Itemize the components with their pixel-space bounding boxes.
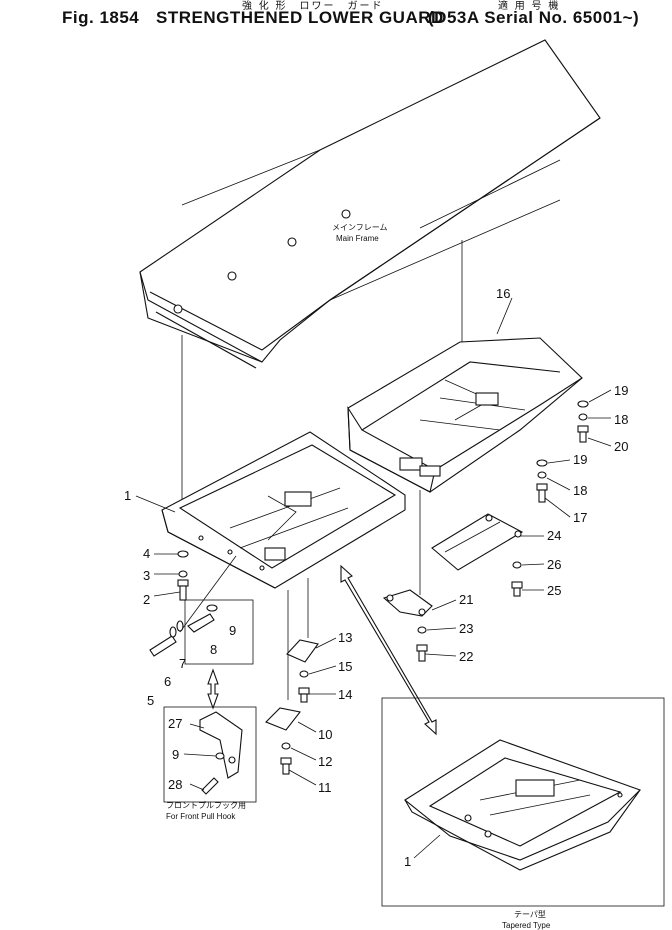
front-pull-hook-box bbox=[163, 706, 257, 803]
part-label-16: 16 bbox=[496, 286, 510, 301]
plate-24-drawing bbox=[431, 513, 524, 571]
part-label-28: 28 bbox=[168, 777, 182, 792]
tapered-type-box bbox=[381, 697, 665, 907]
part-label-7: 7 bbox=[179, 656, 186, 671]
part-label-1b: 1 bbox=[404, 854, 411, 869]
guard-16-drawing bbox=[347, 337, 583, 493]
fastener-parts bbox=[149, 400, 589, 775]
title-japanese: 強 化 形 ロワー ガード bbox=[242, 1, 384, 12]
part-label-21: 21 bbox=[459, 592, 473, 607]
main-frame-caption-jp: メインフレーム bbox=[332, 223, 388, 232]
part-label-15: 15 bbox=[338, 659, 352, 674]
part-label-1: 1 bbox=[124, 488, 131, 503]
main-frame-caption: Main Frame bbox=[336, 234, 379, 243]
part-label-17: 17 bbox=[573, 510, 587, 525]
part-label-23: 23 bbox=[459, 621, 473, 636]
part-label-26: 26 bbox=[547, 557, 561, 572]
tapered-caption: Tapered Type bbox=[502, 921, 551, 930]
figure-number: Fig. 1854 bbox=[62, 8, 140, 27]
serial-range: (D53A Serial No. 65001~) bbox=[428, 8, 640, 27]
part-label-20: 20 bbox=[614, 439, 628, 454]
part-label-19b: 19 bbox=[573, 452, 587, 467]
page-title: STRENGTHENED LOWER GUARD bbox=[156, 8, 444, 27]
plate-21-drawing bbox=[382, 490, 433, 617]
part-label-10: 10 bbox=[318, 727, 332, 742]
part-label-5: 5 bbox=[147, 693, 154, 708]
part-label-13: 13 bbox=[338, 630, 352, 645]
plate-13-drawing bbox=[286, 639, 319, 663]
part-label-19: 19 bbox=[614, 383, 628, 398]
part-label-11: 11 bbox=[318, 780, 332, 795]
part-label-25: 25 bbox=[547, 583, 561, 598]
plate-10-drawing bbox=[265, 707, 301, 731]
tapered-caption-jp: テーパ型 bbox=[514, 910, 546, 919]
part-label-12: 12 bbox=[318, 754, 332, 769]
part-label-27: 27 bbox=[168, 716, 182, 731]
part-label-9b: 9 bbox=[172, 747, 179, 762]
double-arrow-hook bbox=[207, 668, 219, 710]
tapered-guard-drawing bbox=[404, 739, 642, 871]
front-pull-hook-drawing bbox=[199, 711, 243, 795]
part-label-18: 18 bbox=[614, 412, 628, 427]
part-label-2: 2 bbox=[143, 592, 150, 607]
part-label-9: 9 bbox=[229, 623, 236, 638]
part-label-6: 6 bbox=[164, 674, 171, 689]
guard-1-drawing bbox=[161, 431, 406, 700]
part-label-3: 3 bbox=[143, 568, 150, 583]
part-label-8: 8 bbox=[210, 642, 217, 657]
double-arrow-tapered bbox=[340, 564, 437, 736]
serial-japanese: 適 用 号 機 bbox=[498, 1, 561, 12]
main-frame-drawing bbox=[139, 39, 601, 500]
part-label-22: 22 bbox=[459, 649, 473, 664]
detail-box-8-9 bbox=[184, 599, 254, 665]
part-label-14: 14 bbox=[338, 687, 352, 702]
leader-lines bbox=[135, 297, 612, 859]
front-pull-hook-caption: For Front Pull Hook bbox=[166, 812, 236, 821]
front-pull-hook-caption-jp: フロントプルフック用 bbox=[166, 801, 246, 810]
part-label-18b: 18 bbox=[573, 483, 587, 498]
part-label-24: 24 bbox=[547, 528, 561, 543]
part-label-4: 4 bbox=[143, 546, 150, 561]
